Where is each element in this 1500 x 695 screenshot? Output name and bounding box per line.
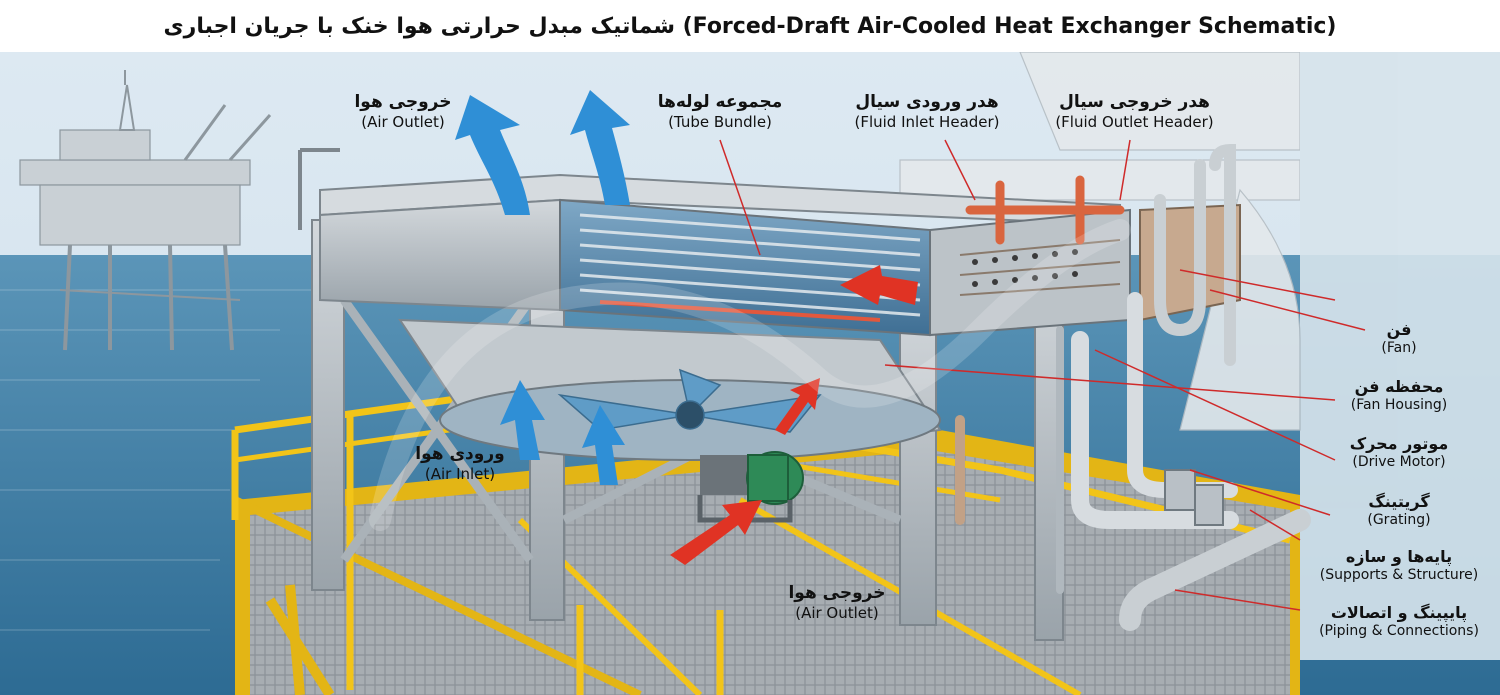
callout-grating-fa: گریتینگ	[1368, 492, 1430, 511]
callout-fan-housing: محفظه فن (Fan Housing)	[1298, 377, 1500, 415]
fluid-outlet-header-label-fa: هدر خروجی سیال	[1059, 92, 1210, 112]
yellow-platform	[231, 386, 1300, 695]
oil-platform-icon	[19, 70, 272, 351]
air-inlet-label-en: (Air Inlet)	[424, 465, 496, 484]
tube-bundle-label-fa: مجموعه لوله‌ها	[657, 92, 783, 112]
leader-lines	[719, 139, 1366, 611]
callout-fan-fa: فن	[1386, 320, 1412, 339]
air-flow-arrows	[455, 90, 918, 565]
callout-grating: گریتینگ (Grating)	[1298, 492, 1500, 530]
diagram-title: شماتیک مبدل حرارتی هوا خنک با جریان اجبا…	[163, 13, 1337, 39]
air-inlet-label-fa: ورودی هوا	[415, 444, 505, 464]
callout-piping-connections: پایپینگ و اتصالات (Piping & Connections)	[1298, 603, 1500, 641]
tube-bundle-label-en: (Tube Bundle)	[668, 113, 772, 132]
callout-grating-en: (Grating)	[1367, 512, 1431, 528]
callout-drive-motor: موتور محرک (Drive Motor)	[1298, 434, 1500, 472]
piping	[955, 143, 1311, 631]
fluid-inlet-header-label-en: (Fluid Inlet Header)	[854, 113, 1000, 132]
callout-piping-connections-fa: پایپینگ و اتصالات	[1330, 603, 1468, 622]
callout-supports-structure-fa: پایه‌ها و سازه	[1345, 547, 1453, 566]
callout-supports-structure-en: (Supports & Structure)	[1319, 567, 1479, 583]
callout-fan-housing-fa: محفظه فن	[1354, 377, 1444, 396]
air-outlet-bottom-label-en: (Air Outlet)	[795, 604, 879, 623]
callout-drive-motor-fa: موتور محرک	[1349, 434, 1449, 453]
air-outlet-top-label-fa: خروجی هوا	[354, 92, 452, 112]
fluid-inlet-header-label-fa: هدر ورودی سیال	[855, 92, 999, 112]
air-outlet-bottom-label-fa: خروجی هوا	[788, 583, 886, 603]
air-outlet-top-label: خروجی هوا (Air Outlet)	[318, 92, 488, 132]
callout-fan-housing-en: (Fan Housing)	[1350, 397, 1448, 413]
fluid-outlet-header-label: هدر خروجی سیال (Fluid Outlet Header)	[1032, 92, 1237, 132]
callout-fan: فن (Fan)	[1298, 320, 1500, 358]
fluid-outlet-header-label-en: (Fluid Outlet Header)	[1055, 113, 1214, 132]
callout-supports-structure: پایه‌ها و سازه (Supports & Structure)	[1298, 547, 1500, 585]
air-outlet-bottom-label: خروجی هوا (Air Outlet)	[772, 583, 902, 623]
air-outlet-top-label-en: (Air Outlet)	[361, 113, 445, 132]
heat-exchanger-illustration	[0, 52, 1500, 695]
tube-bundle-label: مجموعه لوله‌ها (Tube Bundle)	[645, 92, 795, 132]
callout-drive-motor-en: (Drive Motor)	[1352, 454, 1446, 470]
fluid-inlet-header-label: هدر ورودی سیال (Fluid Inlet Header)	[832, 92, 1022, 132]
callout-piping-connections-en: (Piping & Connections)	[1319, 623, 1479, 639]
callout-fan-en: (Fan)	[1381, 340, 1417, 356]
title-bar: شماتیک مبدل حرارتی هوا خنک با جریان اجبا…	[0, 0, 1500, 52]
air-inlet-label: ورودی هوا (Air Inlet)	[395, 444, 525, 484]
watermark	[369, 219, 1131, 531]
